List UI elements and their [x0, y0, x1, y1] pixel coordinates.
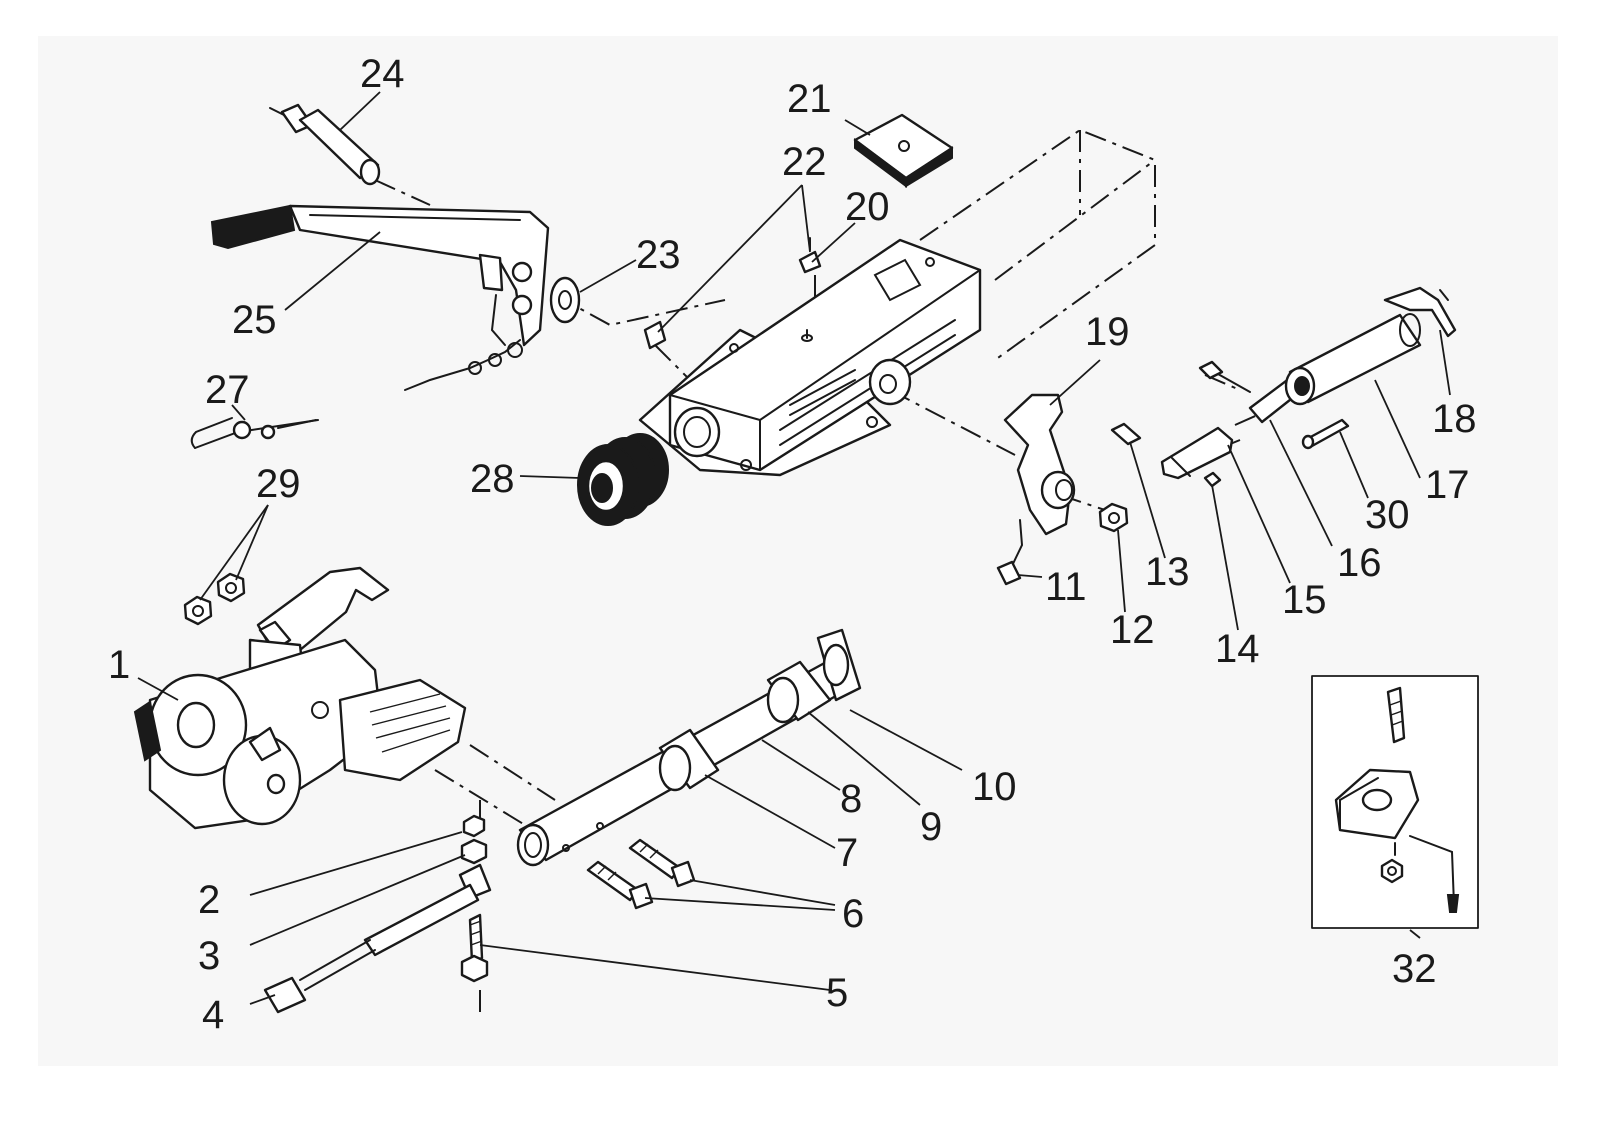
label-part-19: 19 — [1085, 310, 1130, 354]
label-part-21: 21 — [787, 77, 832, 121]
part-6-bolts — [586, 838, 696, 910]
label-part-32: 32 — [1392, 947, 1437, 991]
label-part-17: 17 — [1425, 463, 1470, 507]
part-22-grease-nipples — [643, 237, 822, 350]
label-part-20: 20 — [845, 185, 890, 229]
label-part-4: 4 — [202, 993, 224, 1037]
part-20-drawbar — [638, 128, 1156, 477]
parts-16-18-damper — [1198, 286, 1457, 450]
label-part-28: 28 — [470, 457, 515, 501]
label-part-24: 24 — [360, 52, 405, 96]
label-part-11: 11 — [1045, 565, 1087, 609]
label-part-14: 14 — [1215, 627, 1260, 671]
label-part-5: 5 — [826, 971, 848, 1015]
label-part-22: 22 — [782, 140, 827, 184]
part-1-coupling-head — [133, 566, 467, 830]
part-24-spring-cylinder — [269, 103, 381, 186]
leader-lines — [137, 91, 1451, 1005]
label-part-23: 23 — [636, 233, 681, 277]
label-part-8: 8 — [840, 777, 862, 821]
label-part-3: 3 — [198, 934, 220, 978]
part-12-nut — [1098, 502, 1129, 533]
label-part-25: 25 — [232, 298, 277, 342]
part-21-plate — [853, 113, 954, 188]
label-part-12: 12 — [1110, 608, 1155, 652]
label-part-6: 6 — [842, 892, 864, 936]
label-part-29: 29 — [256, 462, 301, 506]
parts-13-15-clevis — [1110, 422, 1234, 488]
part-27-cable — [190, 417, 319, 449]
part-28-bellows — [577, 433, 669, 526]
label-part-27: 27 — [205, 368, 250, 412]
label-part-9: 9 — [920, 805, 942, 849]
parts-7-10-tube-assembly — [516, 628, 862, 867]
part-23-washer — [549, 276, 581, 324]
label-part-13: 13 — [1145, 550, 1190, 594]
label-part-10: 10 — [972, 765, 1017, 809]
label-part-7: 7 — [836, 831, 858, 875]
label-part-1: 1 — [108, 643, 130, 687]
parts-2-5-hardware — [263, 814, 492, 1014]
label-part-30: 30 — [1365, 493, 1410, 537]
label-part-18: 18 — [1432, 397, 1477, 441]
part-25-handbrake-lever — [210, 204, 550, 391]
label-part-16: 16 — [1337, 541, 1382, 585]
part-19-lever — [996, 393, 1076, 586]
part-number-labels: 1 2 3 4 5 6 7 8 9 10 11 12 13 14 15 16 1… — [108, 52, 1477, 1037]
part-29-nuts — [183, 572, 246, 626]
label-part-15: 15 — [1282, 578, 1327, 622]
label-part-2: 2 — [198, 878, 220, 922]
part-32-inset-clamp — [1311, 675, 1479, 929]
